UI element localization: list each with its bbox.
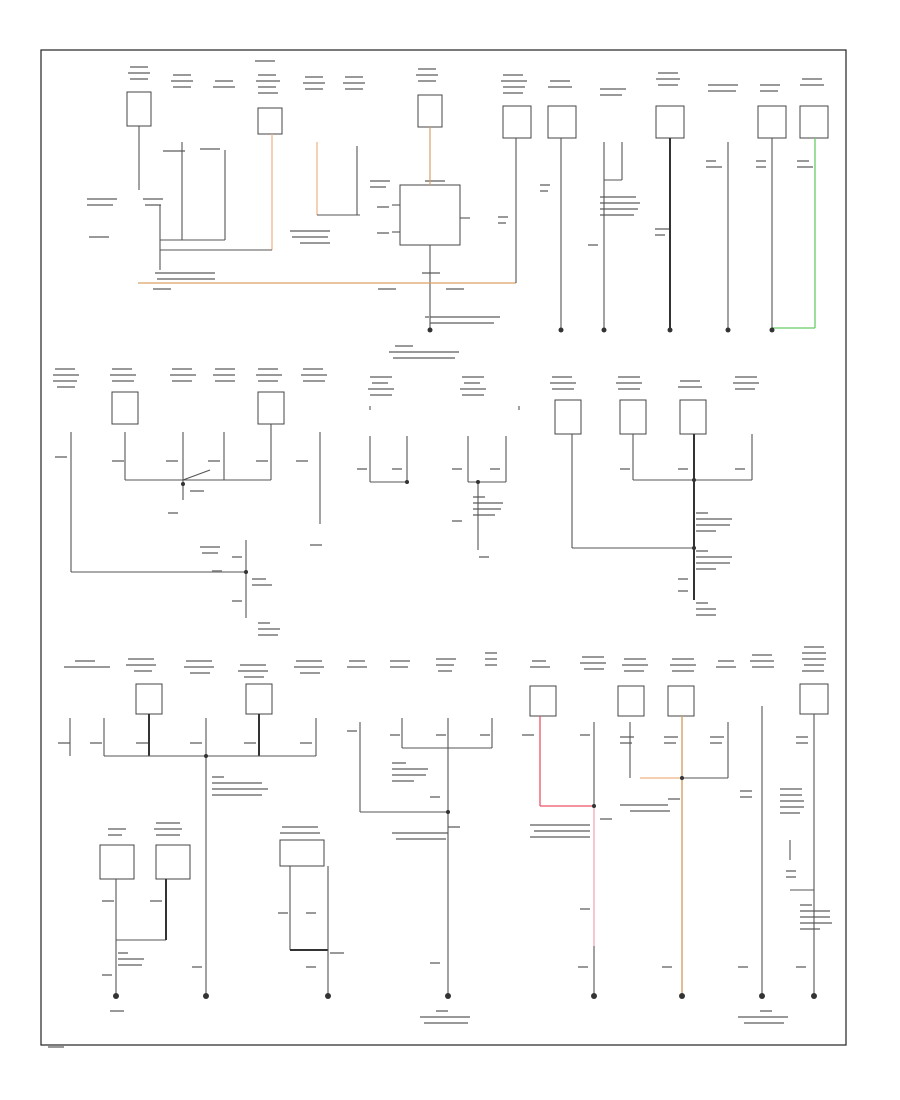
component-box (799, 105, 829, 139)
component-box (799, 683, 829, 715)
component-box (554, 399, 582, 435)
component-box (245, 683, 273, 715)
label-cluster (53, 368, 759, 636)
component-box (111, 391, 139, 425)
component-box (399, 184, 461, 246)
label-cluster (58, 646, 832, 1024)
component-box (617, 685, 645, 717)
component-box (257, 107, 283, 135)
component-box (619, 399, 647, 435)
component-box (99, 844, 135, 880)
ground-points (181, 478, 696, 574)
top-section (87, 60, 829, 359)
component-box (529, 685, 557, 717)
ground-points (113, 754, 817, 999)
bottom-section (58, 646, 832, 1024)
middle-section (53, 368, 759, 636)
component-box (279, 839, 325, 867)
component-box (667, 685, 695, 717)
footer-code-mark (48, 1046, 64, 1048)
component-box (679, 399, 707, 435)
component-box (655, 105, 685, 139)
component-box (502, 105, 532, 139)
component-box (757, 105, 787, 139)
diagram-frame (40, 49, 847, 1046)
top-wires (138, 126, 816, 330)
component-box (257, 391, 285, 425)
component-box (135, 683, 163, 715)
ground-points (427, 327, 775, 333)
component-box (417, 94, 443, 128)
middle-wires (70, 406, 753, 618)
component-box (547, 105, 577, 139)
bottom-wires (69, 706, 815, 996)
label-cluster (87, 60, 824, 359)
component-box (126, 91, 152, 127)
component-box (155, 844, 191, 880)
